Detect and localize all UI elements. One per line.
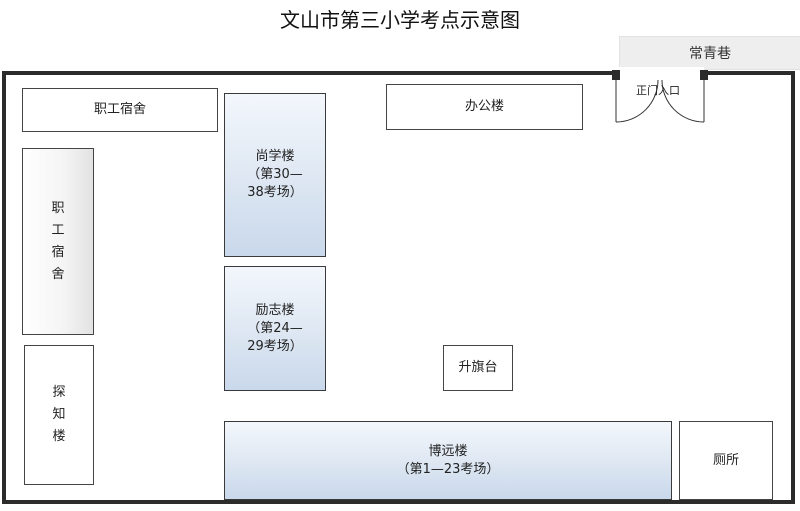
lizhi-room-range: （第24— [247, 320, 303, 336]
boyuan-room-range: （第1—23考场） [396, 461, 500, 477]
staff-dorm-side: 职 工 宿 舍 [22, 148, 94, 335]
toilet: 厕所 [679, 421, 773, 500]
lizhi-name: 励志楼 [255, 302, 295, 318]
staff-dorm-side-char: 职 [51, 200, 65, 216]
office-building: 办公楼 [386, 84, 583, 130]
gate-post-right [700, 70, 708, 80]
boyuan-building: 博远楼 （第1—23考场） [224, 421, 672, 500]
staff-dorm-top: 职工宿舍 [22, 88, 218, 132]
street-label: 常青巷 [619, 36, 800, 70]
tanzhi-char: 楼 [52, 429, 66, 444]
gate-post-left [612, 70, 620, 80]
shangxue-name: 尚学楼 [255, 149, 295, 164]
staff-dorm-top-label: 职工宿舍 [93, 102, 146, 117]
page-title: 文山市第三小学考点示意图 [280, 8, 520, 32]
flag-platform: 升旗台 [443, 345, 513, 391]
shangxue-room-range: （第30— [247, 167, 303, 182]
staff-dorm-side-char: 舍 [51, 266, 65, 282]
gate-opening [612, 67, 704, 79]
shangxue-building: 尚学楼 （第30— 38考场） [224, 93, 326, 257]
gate-door-icon [615, 79, 705, 123]
tanzhi-char: 知 [52, 407, 66, 422]
lizhi-building: 励志楼 （第24— 29考场） [224, 266, 326, 391]
tanzhi-building: 探 知 楼 [24, 345, 94, 485]
boyuan-name: 博远楼 [428, 443, 468, 459]
office-label: 办公楼 [464, 99, 504, 114]
staff-dorm-side-char: 工 [51, 222, 65, 238]
lizhi-room-range: 29考场） [247, 338, 303, 354]
gate-label: 正门入口 [636, 84, 680, 97]
toilet-label: 厕所 [712, 452, 739, 468]
staff-dorm-side-char: 宿 [51, 244, 65, 260]
shangxue-room-range: 38考场） [247, 185, 303, 200]
tanzhi-char: 探 [52, 385, 66, 400]
flag-platform-label: 升旗台 [458, 360, 498, 375]
